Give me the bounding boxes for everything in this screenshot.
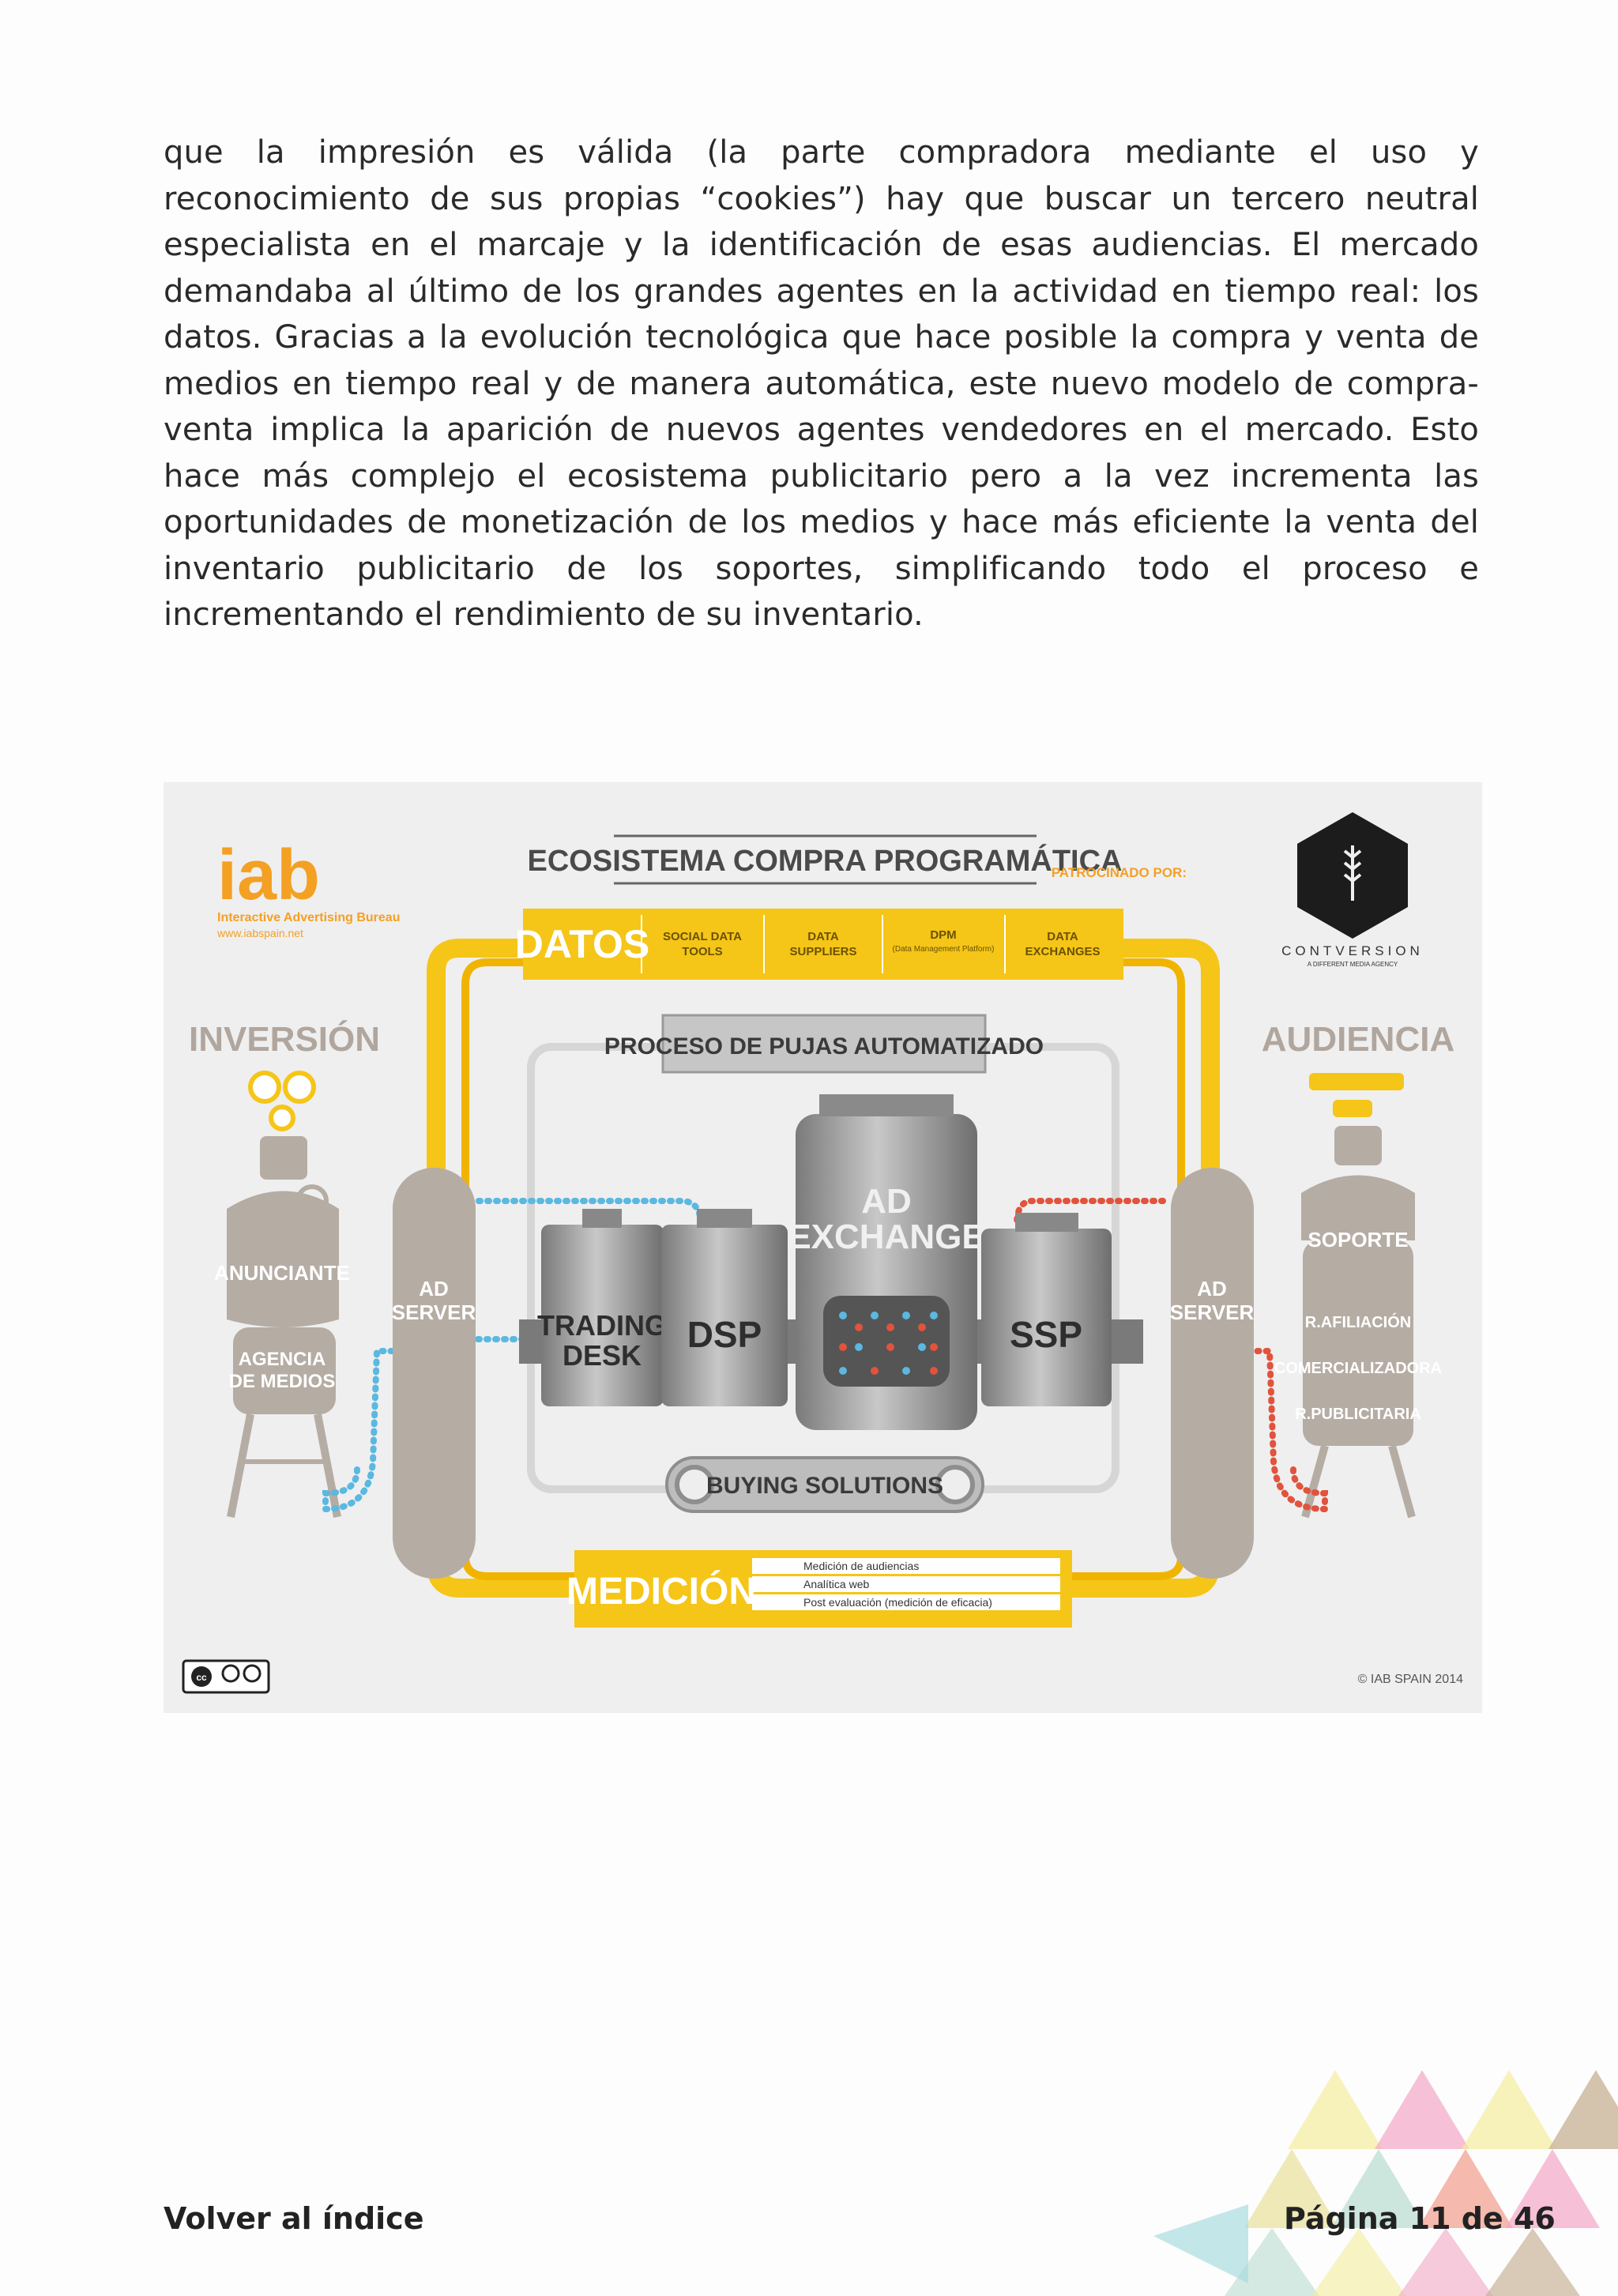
sell-side-label: R.PUBLICITARIA — [1295, 1406, 1421, 1423]
valve-icon — [295, 1184, 329, 1218]
euro-coins-icon — [248, 1071, 316, 1131]
body-text: que la impresión es válida (la parte com… — [164, 130, 1479, 638]
datos-item-label: DATA — [1047, 930, 1078, 943]
proceso-box — [661, 1014, 987, 1074]
ad-server-label: SERVER — [392, 1300, 476, 1324]
soporte-label: SOPORTE — [1308, 1228, 1408, 1252]
sponsor-name: CONTVERSION — [1281, 943, 1424, 958]
datos-bar — [523, 909, 1123, 980]
iab-url: www.iabspain.net — [216, 927, 303, 939]
sponsor-label: PATROCINADO POR: — [1052, 865, 1187, 880]
gear-icon — [935, 1465, 975, 1504]
wheat-icon — [1343, 845, 1362, 901]
agencia-label: DE MEDIOS — [229, 1371, 336, 1392]
decorative-triangles — [1153, 2046, 1618, 2296]
ecosystem-infographic: iab Interactive Advertising Bureau www.i… — [164, 782, 1482, 1713]
agencia-label: AGENCIA — [239, 1349, 326, 1370]
ad-exchange-tank: AD EXCHANGE — [788, 1094, 985, 1430]
buying-solutions-label: BUYING SOLUTIONS — [706, 1473, 943, 1499]
datos-item-label: SOCIAL DATA — [663, 930, 742, 943]
body-paragraph: que la impresión es válida (la parte com… — [164, 134, 1479, 633]
medicion-item: Post evaluación (medición de eficacia) — [803, 1596, 992, 1609]
medicion-items: Medición de audiencias Analítica web Pos… — [752, 1558, 1060, 1610]
audience-people-icon — [1309, 1073, 1404, 1117]
datos-label: DATOS — [515, 922, 649, 966]
infographic-title: ECOSISTEMA COMPRA PROGRAMÁTICA — [528, 843, 1123, 878]
left-silo — [227, 1136, 341, 1518]
ssp-tank: SSP — [981, 1213, 1112, 1406]
iab-subtitle: Interactive Advertising Bureau — [217, 911, 400, 924]
gear-icon — [675, 1465, 714, 1504]
trading-desk-label: TRADING — [537, 1309, 667, 1342]
sell-side-label: COMERCIALIZADORA — [1274, 1360, 1442, 1377]
ad-server-right: AD SERVER — [1170, 1168, 1255, 1579]
datos-item-label: TOOLS — [682, 945, 722, 958]
ad-exchange-label: EXCHANGE — [788, 1218, 984, 1256]
ad-server-label: AD — [1197, 1277, 1227, 1300]
audiencia-heading: AUDIENCIA — [1262, 1020, 1454, 1059]
sell-side-label: R.AFILIACIÓN — [1305, 1312, 1411, 1331]
cc-icon-text: cc — [196, 1672, 207, 1683]
medicion-item: Medición de audiencias — [803, 1560, 919, 1572]
datos-item-label: EXCHANGES — [1025, 945, 1100, 958]
iab-logo: iab — [217, 836, 320, 915]
nc-icon — [243, 1664, 262, 1683]
cc-icon — [191, 1666, 212, 1687]
sell-flow-line-right — [1225, 1348, 1328, 1513]
bid-dots-blue — [839, 1312, 938, 1375]
ssp-label: SSP — [1010, 1314, 1082, 1355]
dsp-label: DSP — [687, 1314, 762, 1355]
trading-desk-tank: TRADING DESK — [537, 1209, 667, 1406]
medicion-item: Analítica web — [803, 1578, 869, 1590]
inversion-heading: INVERSIÓN — [189, 1019, 380, 1059]
copyright: © IAB SPAIN 2014 — [1358, 1673, 1463, 1686]
back-to-index-link[interactable]: Volver al índice — [164, 2201, 424, 2236]
ad-server-left: AD SERVER — [392, 1168, 476, 1579]
anunciante-label: ANUNCIANTE — [214, 1261, 350, 1285]
datos-item-label: (Data Management Platform) — [893, 945, 995, 954]
datos-item-label: DATA — [807, 930, 839, 943]
ad-exchange-label: AD — [861, 1182, 912, 1221]
exchange-window — [823, 1296, 950, 1387]
page-number: Página 11 de 46 — [1284, 2201, 1556, 2236]
ad-server-label: AD — [419, 1277, 449, 1300]
ad-server-label: SERVER — [1170, 1300, 1255, 1324]
datos-items: SOCIAL DATA TOOLS DATA SUPPLIERS DPM (Da… — [641, 915, 1101, 973]
trading-desk-label: DESK — [563, 1339, 642, 1372]
buy-flow-line-left — [322, 1348, 423, 1513]
buying-solutions-conveyor — [665, 1456, 984, 1513]
dsp-tank: DSP — [661, 1209, 788, 1406]
sponsor-tagline: A DIFFERENT MEDIA AGENCY — [1308, 961, 1398, 968]
right-silo — [1301, 1126, 1416, 1519]
datos-item-label: DPM — [930, 928, 956, 942]
datos-item-label: SUPPLIERS — [789, 945, 856, 958]
by-icon — [221, 1664, 240, 1683]
medicion-label: MEDICIÓN — [566, 1569, 756, 1613]
bid-dots-red — [839, 1323, 938, 1375]
proceso-label: PROCESO DE PUJAS AUTOMATIZADO — [604, 1033, 1044, 1060]
